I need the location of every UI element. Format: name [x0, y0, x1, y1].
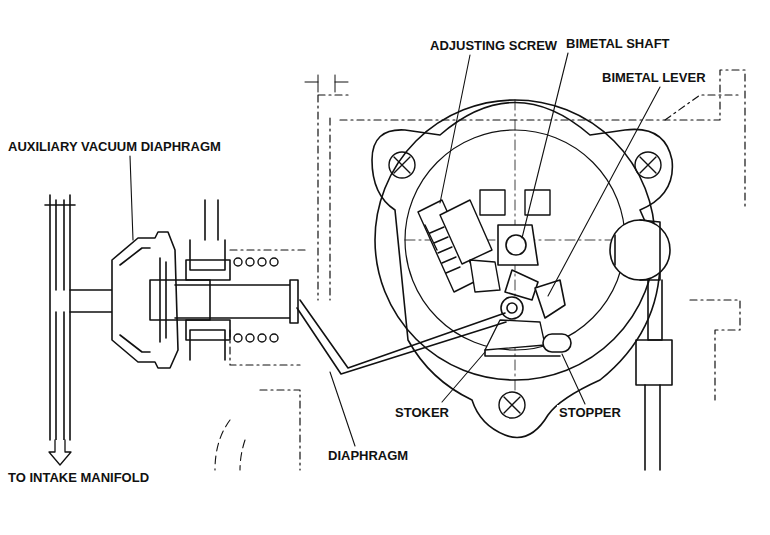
- part-label: STOPPER: [557, 405, 623, 420]
- part-label: STOKER: [393, 405, 451, 420]
- direction-label: TO INTAKE MANIFOLD: [6, 470, 151, 485]
- part-label: ADJUSTING SCREW: [428, 38, 559, 53]
- part-label: BIMETAL SHAFT: [564, 36, 672, 51]
- part-label: DIAPHRAGM: [326, 448, 410, 463]
- part-label: BIMETAL LEVER: [600, 70, 708, 85]
- part-label: AUXILIARY VACUUM DIAPHRAGM: [6, 139, 223, 154]
